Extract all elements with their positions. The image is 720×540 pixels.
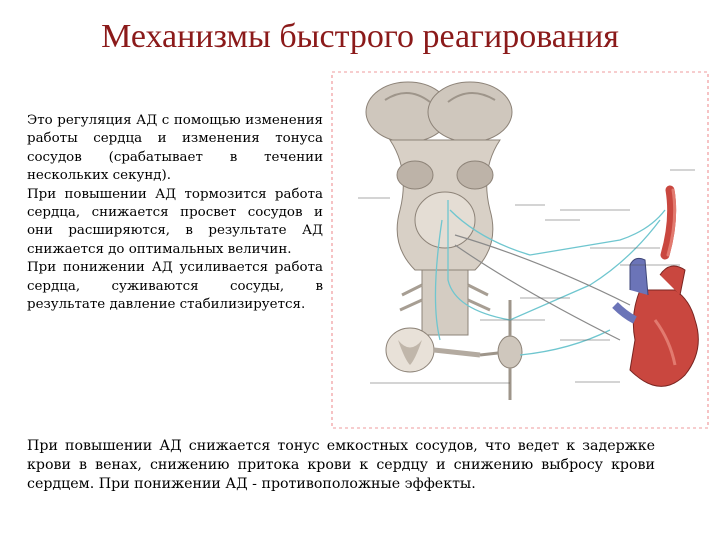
paragraph-3: При понижении АД усиливается работа серд… [27, 259, 323, 314]
bottom-paragraph: При повышении АД снижается тонус емкостн… [27, 437, 655, 494]
brain-hemispheres [366, 82, 512, 142]
paragraph-1: Это регуляция АД с помощью изменения раб… [27, 112, 323, 186]
bottom-text-block: При повышении АД снижается тонус емкостн… [27, 437, 655, 494]
heart [615, 258, 698, 386]
left-text-block: Это регуляция АД с помощью изменения раб… [27, 112, 323, 314]
baroreflex-diagram [330, 70, 710, 430]
right-hemisphere [428, 82, 512, 142]
carotid-artery [665, 190, 675, 255]
paragraph-2: При повышении АД тормозится работа сердц… [27, 186, 323, 260]
slide-title: Механизмы быстрого реагирования [0, 18, 720, 56]
brainstem [390, 140, 500, 335]
sympathetic-ganglion [480, 300, 522, 400]
